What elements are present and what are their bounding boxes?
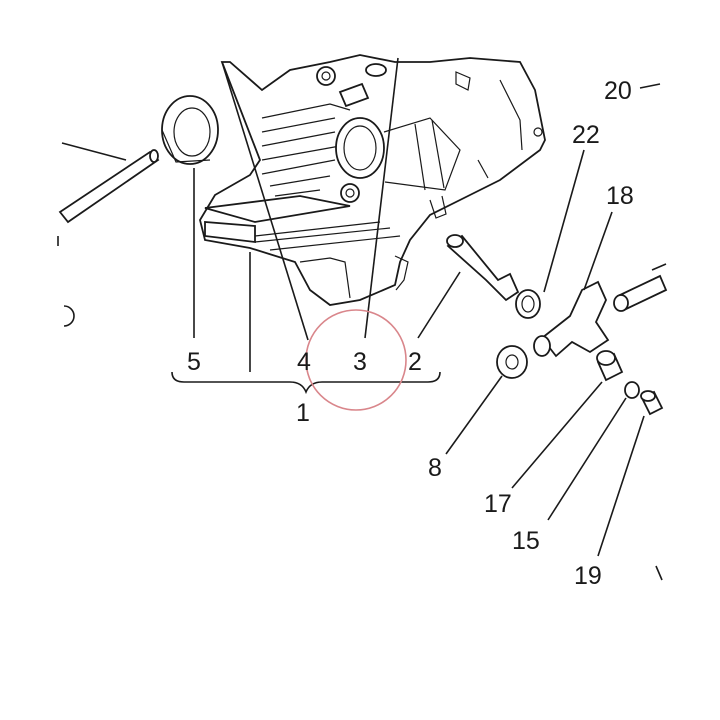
label-part-20: 20	[604, 77, 632, 105]
part-labels: 20 22 18 5 4 3 2 1 8 17 15 19	[187, 77, 634, 590]
ring-part-15	[624, 381, 640, 399]
cap-part-19	[640, 390, 664, 416]
label-part-3: 3	[353, 348, 367, 376]
label-part-5: 5	[187, 348, 201, 376]
label-part-22: 22	[572, 121, 600, 149]
label-part-19: 19	[574, 562, 602, 590]
rod-part	[57, 142, 160, 327]
leader-lines	[193, 57, 661, 557]
label-part-15: 15	[512, 527, 540, 555]
label-part-4: 4	[297, 348, 311, 376]
highlight-circle	[305, 309, 407, 411]
bushing-part-17	[596, 350, 624, 382]
label-part-18: 18	[606, 182, 634, 210]
edge-fragment	[655, 565, 663, 581]
label-part-17: 17	[484, 490, 512, 518]
washer-part-8	[496, 345, 528, 379]
seal-ring-part-5	[161, 95, 219, 165]
label-part-8: 8	[428, 454, 442, 482]
label-part-1: 1	[296, 399, 310, 427]
lever-part-18	[533, 263, 668, 358]
seal-part-22	[515, 289, 541, 319]
label-part-2: 2	[408, 348, 422, 376]
valve-guide-part-2	[446, 234, 520, 302]
cylinder-head-casing	[199, 54, 546, 306]
assembly-brace	[171, 371, 441, 395]
